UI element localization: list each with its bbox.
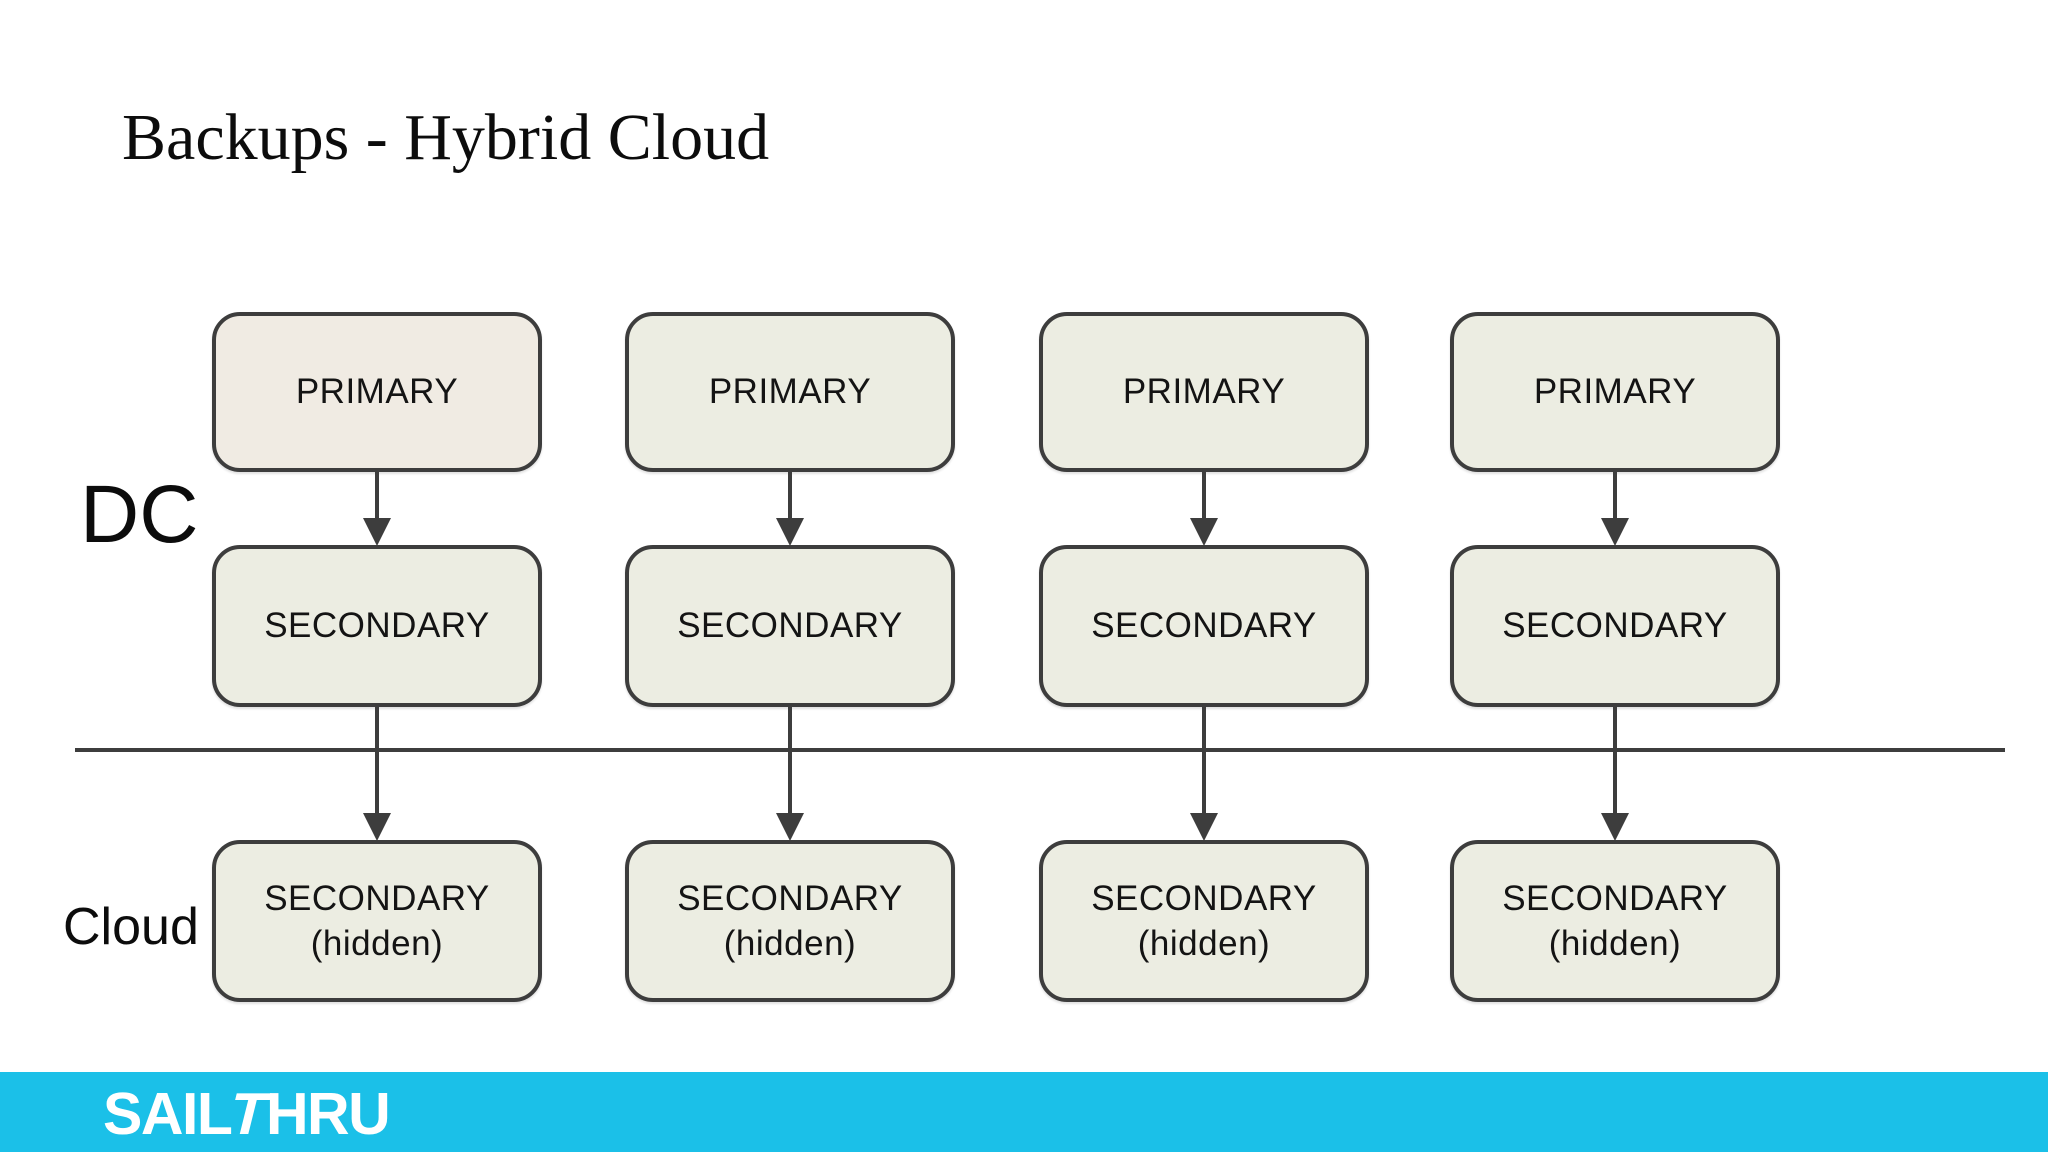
secondary-node-label: SECONDARY: [1502, 606, 1728, 646]
arrow-shaft: [1202, 707, 1206, 817]
arrow-shaft: [1613, 472, 1617, 522]
replication-arrow-cloud: [1190, 707, 1218, 841]
secondary-node-box: SECONDARY: [625, 545, 955, 707]
cloud-secondary-hidden-label: (hidden): [723, 924, 857, 963]
primary-node-label: PRIMARY: [1533, 372, 1697, 412]
cloud-secondary-node-box: SECONDARY (hidden): [625, 840, 955, 1002]
cloud-secondary-node-label: SECONDARY: [1502, 878, 1728, 918]
arrow-shaft: [788, 707, 792, 817]
arrow-head-icon: [363, 813, 391, 841]
arrow-head-icon: [1190, 518, 1218, 546]
dc-section-label: DC: [80, 469, 199, 560]
secondary-node-box: SECONDARY: [1039, 545, 1369, 707]
replication-arrow-dc: [776, 472, 804, 546]
dc-cloud-divider-line: [75, 748, 2005, 752]
replica-set-column-3: PRIMARY SECONDARY SECONDARY (hidden): [1039, 0, 1369, 1152]
cloud-secondary-node-box: SECONDARY (hidden): [1039, 840, 1369, 1002]
arrow-shaft: [788, 472, 792, 522]
replication-arrow-dc: [363, 472, 391, 546]
replica-set-column-2: PRIMARY SECONDARY SECONDARY (hidden): [625, 0, 955, 1152]
replication-arrow-cloud: [776, 707, 804, 841]
primary-node-box: PRIMARY: [625, 312, 955, 472]
replication-arrow-cloud: [363, 707, 391, 841]
primary-node-label: PRIMARY: [295, 372, 459, 412]
arrow-head-icon: [1601, 813, 1629, 841]
logo-sail-text: SAIL: [103, 1081, 233, 1147]
secondary-node-label: SECONDARY: [264, 606, 490, 646]
secondary-node-label: SECONDARY: [1091, 606, 1317, 646]
cloud-secondary-hidden-label: (hidden): [1137, 924, 1271, 963]
primary-node-label: PRIMARY: [708, 372, 872, 412]
secondary-node-box: SECONDARY: [1450, 545, 1780, 707]
cloud-secondary-hidden-label: (hidden): [1548, 924, 1682, 963]
replication-arrow-dc: [1601, 472, 1629, 546]
arrow-shaft: [375, 707, 379, 817]
secondary-node-label: SECONDARY: [677, 606, 903, 646]
replica-set-column-1: PRIMARY SECONDARY SECONDARY (hidden): [212, 0, 542, 1152]
cloud-secondary-node-box: SECONDARY (hidden): [212, 840, 542, 1002]
primary-node-box: PRIMARY: [212, 312, 542, 472]
cloud-secondary-node-label: SECONDARY: [264, 878, 490, 918]
sailthru-logo: SAILTHRU: [103, 1080, 391, 1148]
arrow-head-icon: [1601, 518, 1629, 546]
cloud-secondary-hidden-label: (hidden): [310, 924, 444, 963]
replication-arrow-cloud: [1601, 707, 1629, 841]
arrow-shaft: [375, 472, 379, 522]
cloud-secondary-node-box: SECONDARY (hidden): [1450, 840, 1780, 1002]
replica-set-column-4: PRIMARY SECONDARY SECONDARY (hidden): [1450, 0, 1780, 1152]
logo-hru-text: HRU: [265, 1081, 391, 1147]
arrow-head-icon: [1190, 813, 1218, 841]
primary-node-box: PRIMARY: [1450, 312, 1780, 472]
cloud-secondary-node-label: SECONDARY: [1091, 878, 1317, 918]
slide-title: Backups - Hybrid Cloud: [122, 101, 770, 174]
primary-node-label: PRIMARY: [1122, 372, 1286, 412]
arrow-head-icon: [776, 518, 804, 546]
replication-arrow-dc: [1190, 472, 1218, 546]
arrow-head-icon: [776, 813, 804, 841]
arrow-shaft: [1613, 707, 1617, 817]
cloud-section-label: Cloud: [63, 898, 199, 956]
arrow-head-icon: [363, 518, 391, 546]
secondary-node-box: SECONDARY: [212, 545, 542, 707]
arrow-shaft: [1202, 472, 1206, 522]
cloud-secondary-node-label: SECONDARY: [677, 878, 903, 918]
primary-node-box: PRIMARY: [1039, 312, 1369, 472]
footer-bar: SAILTHRU: [0, 1072, 2048, 1152]
